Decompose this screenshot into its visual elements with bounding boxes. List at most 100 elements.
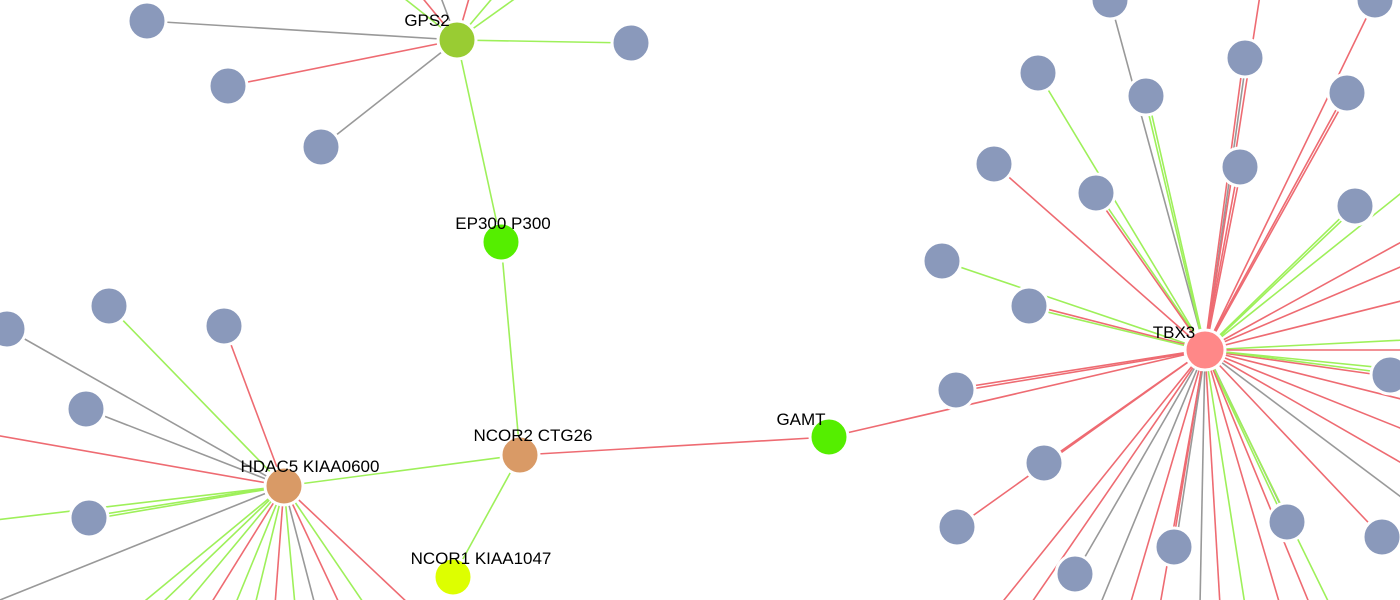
edge-hdac5-offscreen-20	[283, 485, 406, 600]
edge-tbx3-offscreen-26	[1204, 339, 1400, 351]
edge-hdac5-neighbor-8	[89, 485, 285, 521]
edge-gps2-neighbor-0	[146, 20, 458, 41]
node-gps2[interactable]	[436, 19, 478, 61]
label-tbx3: TBX3	[1153, 323, 1196, 342]
neighbor-node-gps2-0[interactable]	[126, 0, 168, 42]
node-ncor1[interactable]	[432, 556, 474, 598]
neighbor-node-tbx3-22[interactable]	[1023, 442, 1065, 484]
edge-hdac5-neighbor-4	[6, 328, 285, 487]
neighbor-node-tbx3-19[interactable]	[1008, 285, 1050, 327]
neighbor-node-tbx3-17[interactable]	[1334, 185, 1376, 227]
edge-hdac5-offscreen-9	[144, 485, 285, 600]
neighbor-node-tbx3-25[interactable]	[1153, 526, 1195, 568]
edge-ncor2-gamt	[519, 436, 830, 456]
edge-tbx3-neighbor-11	[1146, 95, 1207, 351]
edge-tbx3-offscreen-41	[1204, 349, 1280, 600]
node-gamt[interactable]	[808, 416, 850, 458]
edge-tbx3-offscreen-43	[1204, 349, 1329, 600]
neighbor-node-hdac5-6[interactable]	[203, 305, 245, 347]
neighbor-node-hdac5-7[interactable]	[65, 388, 107, 430]
edge-tbx3-offscreen-31	[1204, 349, 1400, 464]
edge-hdac5-neighbor-8	[88, 484, 285, 518]
edge-tbx3-offscreen-24	[1204, 266, 1400, 351]
label-gamt: GAMT	[776, 410, 825, 429]
edge-hdac5-offscreen-18	[283, 485, 339, 600]
neighbor-node-tbx3-27[interactable]	[1361, 516, 1400, 558]
neighbor-node-tbx3-26[interactable]	[1266, 501, 1308, 543]
edge-tbx3-offscreen-25	[1204, 300, 1400, 351]
edge-tbx3-neighbor-23	[956, 349, 1206, 528]
edge-ep300-ncor2	[500, 241, 521, 456]
edge-tbx3-neighbor-12	[1203, 57, 1245, 351]
node-ncor2[interactable]	[499, 434, 541, 476]
edge-tbx3-offscreen-40	[1204, 349, 1246, 600]
edge-ncor2-hdac5	[283, 454, 521, 487]
edge-gamt-tbx3	[828, 349, 1206, 438]
edge-hdac5-offscreen-11	[188, 485, 285, 600]
edge-gps2-ep300	[456, 39, 502, 243]
neighbor-node-tbx3-13[interactable]	[1326, 72, 1368, 114]
edge-tbx3-neighbor-17	[1204, 206, 1357, 351]
edge-tbx3-neighbor-10	[1037, 72, 1206, 351]
neighbor-node-hdac5-8[interactable]	[68, 497, 110, 539]
edge-tbx3-offscreen-32	[1204, 349, 1400, 498]
edge-tbx3-neighbor-19	[1029, 303, 1206, 351]
edge-tbx3-neighbor-15	[1094, 193, 1206, 351]
neighbor-node-tbx3-21[interactable]	[935, 369, 977, 411]
label-ncor2: NCOR2 CTG26	[473, 426, 592, 445]
neighbor-node-hdac5-4[interactable]	[0, 308, 28, 350]
neighbor-node-gps2-2[interactable]	[300, 126, 342, 168]
node-hdac5[interactable]	[263, 465, 305, 507]
edge-hdac5-offscreen-12	[212, 485, 285, 600]
neighbor-node-tbx3-15[interactable]	[1075, 172, 1117, 214]
edge-tbx3-neighbor-27	[1204, 349, 1383, 538]
edge-tbx3-neighbor-17	[1204, 204, 1355, 351]
neighbor-node-gps2-3[interactable]	[610, 22, 652, 64]
edge-hdac5-offscreen-10	[164, 485, 285, 600]
edge-tbx3-offscreen-38	[1199, 349, 1206, 600]
edge-hdac5-offscreen-8	[0, 485, 285, 600]
neighbor-node-hdac5-5[interactable]	[88, 285, 130, 327]
neighbor-node-tbx3-9[interactable]	[1089, 0, 1131, 21]
edge-tbx3-offscreen-35	[1101, 349, 1206, 600]
neighbor-node-tbx3-24[interactable]	[1054, 553, 1096, 595]
edge-gps2-neighbor-3	[456, 39, 632, 44]
edge-hdac5-offscreen-6	[0, 435, 285, 487]
edge-tbx3-neighbor-26	[1203, 349, 1287, 523]
neighbor-node-tbx3-14[interactable]	[973, 143, 1015, 185]
neighbor-node-tbx3-11[interactable]	[1125, 75, 1167, 117]
edge-hdac5-neighbor-6	[223, 325, 285, 487]
edge-hdac5-offscreen-13	[236, 485, 285, 600]
edge-tbx3-neighbor-20	[1204, 349, 1390, 378]
edge-hdac5-offscreen-7	[0, 485, 285, 521]
edge-hdac5-neighbor-7	[85, 408, 285, 487]
edge-tbx3-neighbor-28	[1204, 0, 1376, 351]
neighbor-node-tbx3-18[interactable]	[921, 240, 963, 282]
neighbor-node-tbx3-16[interactable]	[1219, 146, 1261, 188]
edge-tbx3-neighbor-21	[955, 348, 1206, 390]
neighbor-node-tbx3-10[interactable]	[1017, 52, 1059, 94]
edge-gps2-neighbor-2	[320, 39, 458, 148]
label-ncor1: NCOR1 KIAA1047	[411, 549, 552, 568]
edge-gps2-neighbor-1	[227, 39, 458, 87]
neighbor-node-tbx3-20[interactable]	[1369, 354, 1400, 396]
neighbor-node-tbx3-12[interactable]	[1224, 37, 1266, 79]
node-tbx3[interactable]	[1183, 328, 1227, 372]
edge-tbx3-neighbor-13	[1204, 93, 1350, 351]
edge-tbx3-neighbor-15	[1096, 191, 1207, 351]
edge-hdac5-offscreen-19	[283, 485, 363, 600]
edge-tbx3-neighbor-18	[941, 260, 1206, 351]
edge-ncor2-ncor1	[452, 454, 521, 578]
neighbor-node-tbx3-28[interactable]	[1354, 0, 1396, 21]
neighbor-node-gps2-1[interactable]	[207, 65, 249, 107]
edge-tbx3-neighbor-25	[1174, 349, 1207, 548]
edge-tbx3-offscreen-36	[1130, 349, 1206, 600]
edge-tbx3-offscreen-39	[1204, 349, 1221, 600]
neighbor-node-tbx3-23[interactable]	[936, 506, 978, 548]
node-ep300[interactable]	[480, 221, 522, 263]
edge-tbx3-neighbor-21	[956, 349, 1206, 393]
edge-tbx3-neighbor-9	[1109, 0, 1206, 351]
edge-tbx3-neighbor-16	[1204, 167, 1243, 351]
